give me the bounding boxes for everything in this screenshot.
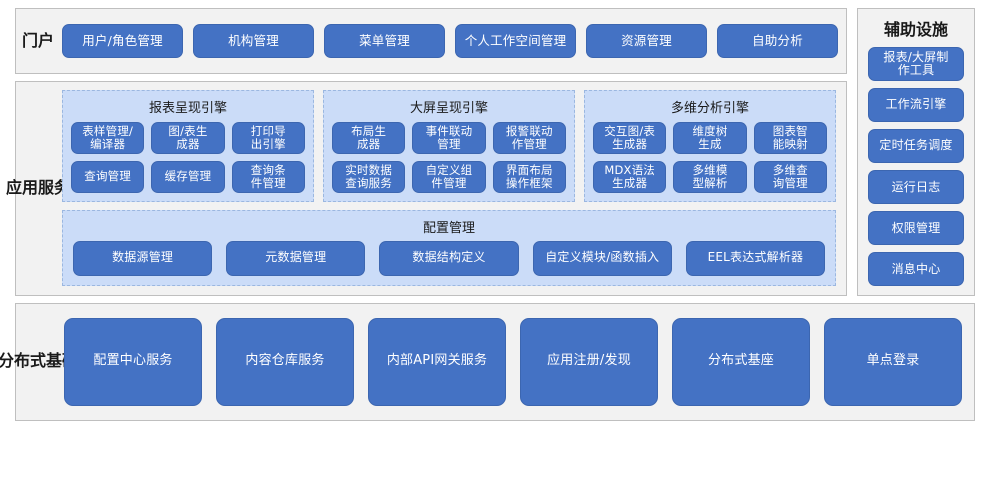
engine-item-interactive-chart-table-generator[interactable]: 交互图/表 生成器	[593, 122, 667, 154]
engines-row: 报表呈现引擎 表样管理/ 编译器 图/表生 成器 打印导 出引擎 查询管理 缓存…	[62, 90, 836, 202]
auxiliary-facilities-list: 报表/大屏制 作工具 工作流引擎 定时任务调度 运行日志 权限管理 消息中心	[868, 47, 964, 287]
engine-report-rendering: 报表呈现引擎 表样管理/ 编译器 图/表生 成器 打印导 出引擎 查询管理 缓存…	[62, 90, 314, 202]
engine-multidimensional-analysis-title: 多维分析引擎	[670, 101, 749, 116]
engine-large-screen-rendering: 大屏呈现引擎 布局生 成器 事件联动 管理 报警联动 作管理 实时数据 查询服务…	[323, 90, 575, 202]
aux-item-message-center[interactable]: 消息中心	[868, 252, 964, 287]
distributed-base-item-list: 配置中心服务 内容仓库服务 内部API网关服务 应用注册/发现 分布式基座 单点…	[60, 304, 974, 420]
portal-item-personal-workspace-management[interactable]: 个人工作空间管理	[455, 24, 576, 58]
appsvc-label-char-3: 服	[38, 177, 55, 197]
config-item-metadata-management[interactable]: 元数据管理	[226, 240, 366, 276]
engine-multidimensional-analysis-items: 交互图/表 生成器 维度树 生成 图表智 能映射 MDX语法 生成器 多维模 型…	[593, 122, 827, 193]
engine-item-dimension-tree-generation[interactable]: 维度树 生成	[673, 122, 747, 154]
application-service-section: 应 用 服 务 报表呈现引擎 表样管理/ 编译器 图/表生 成器 打印导	[6, 81, 847, 296]
config-management-items: 数据源管理 元数据管理 数据结构定义 自定义模块/函数插入 EEL表达式解析器	[73, 240, 826, 276]
engine-item-print-export-engine[interactable]: 打印导 出引擎	[231, 122, 305, 154]
config-management-panel: 配置管理 数据源管理 元数据管理 数据结构定义 自定义模块/函数插入 EEL表达…	[62, 209, 836, 286]
application-service-section-label: 应 用 服 务	[6, 82, 70, 295]
portal-item-list: 用户/角色管理 机构管理 菜单管理 个人工作空间管理 资源管理 自助分析	[60, 9, 846, 73]
portal-item-menu-management[interactable]: 菜单管理	[324, 24, 445, 58]
config-item-custom-module-function-insertion[interactable]: 自定义模块/函数插入	[532, 240, 672, 276]
engine-item-template-management-compiler[interactable]: 表样管理/ 编译器	[71, 122, 145, 154]
portal-item-resource-management[interactable]: 资源管理	[586, 24, 707, 58]
dist-label-char-2: 布	[13, 351, 30, 371]
auxiliary-facilities-section: 辅助设施 报表/大屏制 作工具 工作流引擎 定时任务调度 运行日志 权限管理 消…	[857, 8, 975, 296]
engine-large-screen-rendering-items: 布局生 成器 事件联动 管理 报警联动 作管理 实时数据 查询服务 自定义组 件…	[332, 122, 566, 193]
distributed-base-section-label: 分 布 式 基 础	[0, 304, 78, 420]
distributed-base-section: 分 布 式 基 础 配置中心服务 内容仓库服务 内部API网关服务 应用注册/发…	[0, 302, 975, 421]
portal-section: 门 户 用户/角色管理 机构管理 菜单管理 个人工作空间管理 资源管理 自助分析	[15, 8, 847, 74]
appsvc-label-char-2: 用	[21, 177, 38, 197]
dist-item-content-repository-service[interactable]: 内容仓库服务	[216, 317, 354, 406]
aux-item-permission-management[interactable]: 权限管理	[868, 211, 964, 246]
engine-item-event-linkage-management[interactable]: 事件联动 管理	[412, 122, 486, 154]
portal-label-char-2: 户	[38, 30, 55, 50]
portal-item-user-role-management[interactable]: 用户/角色管理	[62, 24, 183, 58]
dist-label-char-3: 式	[30, 351, 47, 371]
engine-item-query-condition-management[interactable]: 查询条 件管理	[231, 160, 305, 193]
engine-item-multidimensional-model-parsing[interactable]: 多维模 型解析	[673, 160, 747, 193]
engine-item-ui-layout-operation-framework[interactable]: 界面布局 操作框架	[492, 160, 566, 193]
engine-item-cache-management[interactable]: 缓存管理	[151, 160, 225, 193]
application-service-body: 报表呈现引擎 表样管理/ 编译器 图/表生 成器 打印导 出引擎 查询管理 缓存…	[60, 82, 846, 295]
dist-item-config-center-service[interactable]: 配置中心服务	[64, 317, 202, 406]
left-column: 门 户 用户/角色管理 机构管理 菜单管理 个人工作空间管理 资源管理 自助分析…	[6, 8, 847, 296]
engine-item-query-management[interactable]: 查询管理	[71, 160, 145, 193]
portal-item-self-service-analysis[interactable]: 自助分析	[717, 24, 838, 58]
config-item-data-structure-definition[interactable]: 数据结构定义	[379, 240, 519, 276]
engine-item-alarm-linkage-action-management[interactable]: 报警联动 作管理	[492, 122, 566, 154]
auxiliary-facilities-title: 辅助设施	[883, 20, 948, 39]
dist-item-app-registration-discovery[interactable]: 应用注册/发现	[520, 317, 658, 406]
dist-label-char-1: 分	[0, 351, 14, 371]
appsvc-label-char-1: 应	[5, 177, 22, 197]
engine-item-chart-table-generator[interactable]: 图/表生 成器	[151, 122, 225, 154]
portal-label-char-1: 门	[21, 30, 38, 50]
engine-item-realtime-data-query-service[interactable]: 实时数据 查询服务	[332, 160, 406, 193]
config-item-datasource-management[interactable]: 数据源管理	[73, 240, 213, 276]
config-item-eel-expression-parser[interactable]: EEL表达式解析器	[685, 240, 826, 276]
engine-item-layout-generator[interactable]: 布局生 成器	[332, 122, 406, 154]
engine-item-chart-intelligent-mapping[interactable]: 图表智 能映射	[753, 122, 827, 154]
engine-report-rendering-items: 表样管理/ 编译器 图/表生 成器 打印导 出引擎 查询管理 缓存管理 查询条 …	[71, 122, 305, 193]
dist-item-single-sign-on[interactable]: 单点登录	[824, 317, 962, 406]
engine-item-multidimensional-query-management[interactable]: 多维查 询管理	[753, 160, 827, 193]
aux-item-workflow-engine[interactable]: 工作流引擎	[868, 88, 964, 123]
dist-label-char-4: 基	[46, 351, 63, 371]
aux-item-report-large-screen-authoring-tool[interactable]: 报表/大屏制 作工具	[868, 47, 964, 82]
dist-item-distributed-foundation[interactable]: 分布式基座	[672, 317, 810, 406]
portal-item-org-management[interactable]: 机构管理	[193, 24, 314, 58]
portal-section-label: 门 户	[16, 9, 60, 73]
dist-item-internal-api-gateway-service[interactable]: 内部API网关服务	[368, 317, 506, 406]
engine-report-rendering-title: 报表呈现引擎	[148, 101, 227, 116]
config-management-title: 配置管理	[422, 220, 475, 236]
top-area: 门 户 用户/角色管理 机构管理 菜单管理 个人工作空间管理 资源管理 自助分析…	[6, 8, 975, 296]
engine-multidimensional-analysis: 多维分析引擎 交互图/表 生成器 维度树 生成 图表智 能映射 MDX语法 生成…	[584, 90, 836, 202]
engine-large-screen-rendering-title: 大屏呈现引擎	[409, 101, 488, 116]
aux-item-scheduled-task-scheduling[interactable]: 定时任务调度	[868, 129, 964, 164]
engine-item-mdx-syntax-generator[interactable]: MDX语法 生成器	[593, 160, 667, 193]
engine-item-custom-component-management[interactable]: 自定义组 件管理	[412, 160, 486, 193]
aux-item-runtime-log[interactable]: 运行日志	[868, 170, 964, 205]
